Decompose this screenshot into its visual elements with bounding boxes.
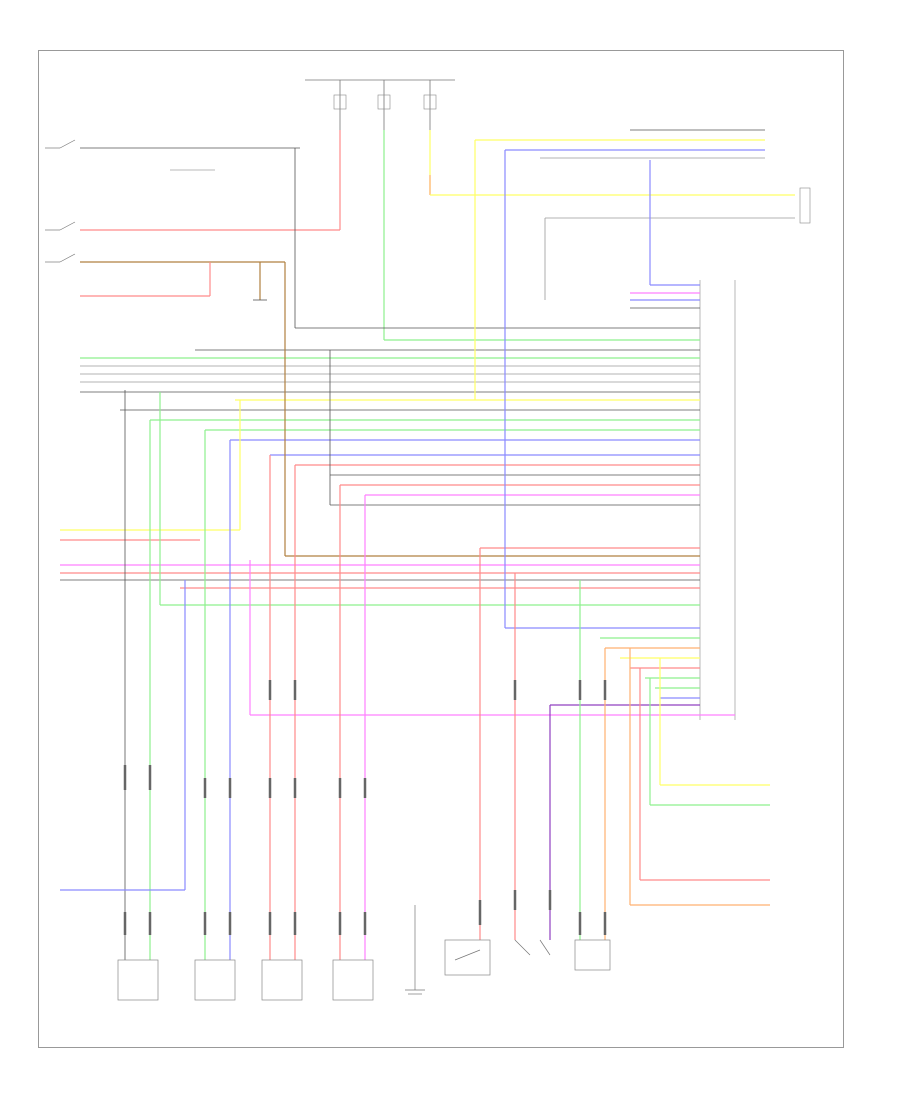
bcm-connector-block <box>699 280 736 720</box>
bus-lines <box>60 160 735 716</box>
connector-marks <box>123 680 607 935</box>
left-rear-door-ajar-switch <box>45 253 285 301</box>
right-front-passenger-seat-belt-switch <box>444 939 491 976</box>
power-seat-motors <box>117 959 374 1001</box>
passenger-door-ajar-switch <box>45 215 341 231</box>
left-front-door-ajar-switch <box>45 139 300 171</box>
diagram-frame <box>38 50 844 1048</box>
seat-position-sensor <box>574 939 611 971</box>
left-front-door-lock-switch <box>514 939 551 956</box>
vertical-drops <box>60 140 770 960</box>
ground-point <box>405 905 425 995</box>
fuse-block <box>305 79 455 130</box>
right-top-connector <box>799 187 811 224</box>
